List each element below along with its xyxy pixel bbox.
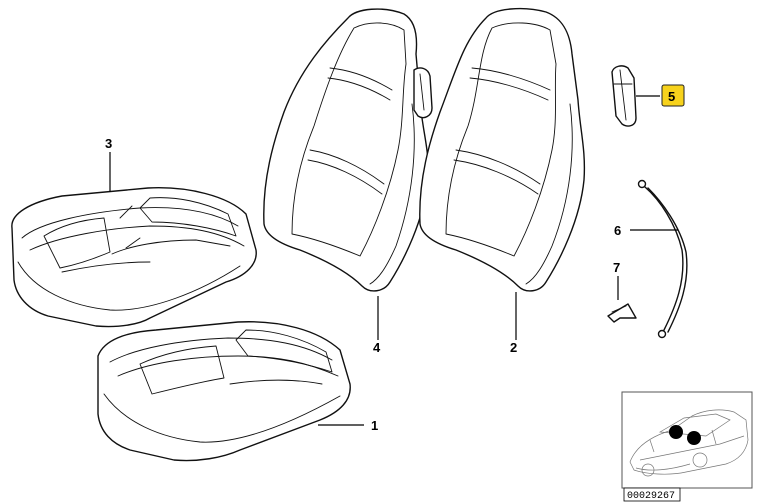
car-outline-icon — [629, 409, 749, 477]
callout-labels: 1 2 3 4 5 6 7 — [105, 84, 685, 433]
callout-2[interactable]: 2 — [510, 340, 517, 355]
callout-5[interactable]: 5 — [668, 89, 675, 104]
callout-3[interactable]: 3 — [105, 136, 112, 151]
callout-6[interactable]: 6 — [614, 223, 621, 238]
reference-number-tag: 00029267 — [623, 487, 681, 502]
seat-back-left[interactable] — [263, 8, 433, 292]
vehicle-location-thumbnail — [621, 391, 753, 489]
callout-1[interactable]: 1 — [371, 418, 378, 433]
release-cable[interactable] — [637, 179, 688, 339]
callout-4[interactable]: 4 — [373, 340, 381, 355]
callout-5-highlight — [661, 84, 685, 107]
seat-back-right[interactable] — [419, 7, 586, 292]
seat-location-marker-right — [687, 431, 701, 445]
callout-7[interactable]: 7 — [613, 260, 620, 275]
reference-number: 00029267 — [627, 491, 675, 502]
retaining-clip[interactable] — [607, 303, 637, 323]
seat-cushion-upper[interactable] — [11, 187, 257, 328]
seat-cushion-lower[interactable] — [97, 321, 351, 462]
seat-location-marker-left — [669, 425, 683, 439]
leader-lines — [109, 95, 678, 426]
release-handle-cover[interactable] — [611, 65, 637, 127]
